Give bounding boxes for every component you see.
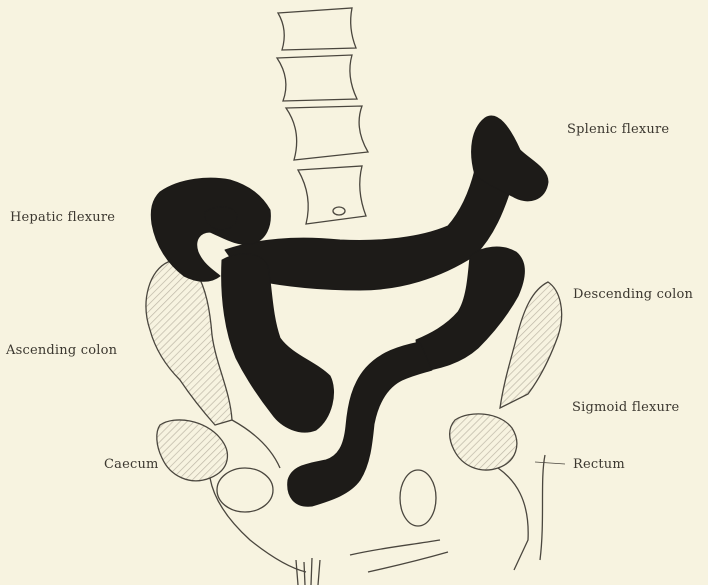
right-acetabulum <box>157 420 228 481</box>
label-ascending-colon: Ascending colon <box>6 343 117 358</box>
label-sigmoid-flexure: Sigmoid flexure <box>572 400 679 415</box>
right-iliac-wing <box>146 260 232 425</box>
left-femoral-shaft <box>498 455 545 570</box>
pubic-rami <box>350 540 448 572</box>
vertebrae <box>277 8 368 224</box>
vertebra-4 <box>298 166 366 224</box>
coccyx <box>296 558 320 585</box>
label-rectum: Rectum <box>573 457 625 472</box>
label-descending-colon: Descending colon <box>573 287 693 302</box>
left-acetabulum <box>450 414 517 470</box>
label-caecum: Caecum <box>104 457 159 472</box>
leader-rectum <box>535 462 565 464</box>
left-obturator-foramen <box>400 470 436 526</box>
right-hip-curve <box>232 420 280 468</box>
label-hepatic-flexure: Hepatic flexure <box>10 210 115 225</box>
vertebra-3 <box>286 106 368 160</box>
vertebra-1 <box>278 8 356 50</box>
leader-lines <box>535 462 565 464</box>
vertebra-2 <box>277 55 357 101</box>
vertebra-foramen <box>333 207 345 215</box>
label-splenic-flexure: Splenic flexure <box>567 122 669 137</box>
right-obturator-foramen <box>217 468 273 512</box>
